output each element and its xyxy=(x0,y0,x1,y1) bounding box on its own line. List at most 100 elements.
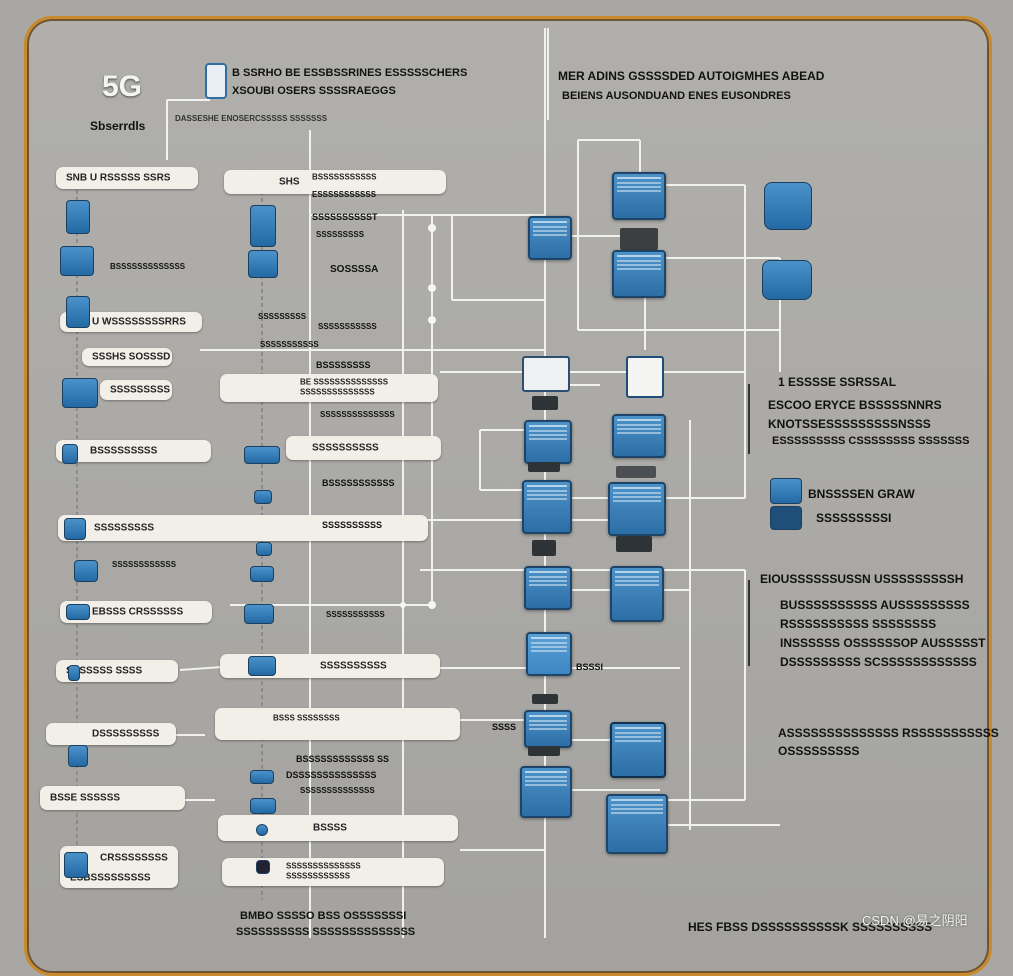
device-icon xyxy=(250,205,276,247)
right-group3-line3: INSSSSSS OSSSSSSOP AUSSSSST xyxy=(780,636,986,650)
title-left-line2: XSOUBI OSERS SSSSRAEGGS xyxy=(232,85,396,97)
pill-mid-3-label: SSSSSSSSSS xyxy=(312,442,379,454)
pill-mid-1: SHS BSSSSSSSSSSS xyxy=(224,170,446,194)
dark-module xyxy=(532,694,558,704)
mid-note-21: DSSSSSSSSSSSSSS xyxy=(286,770,377,780)
device-icon xyxy=(248,656,276,676)
pill-left-9: SSSSSSS SSSS xyxy=(56,660,178,682)
device-icon xyxy=(64,852,88,878)
pill-left-1-label: SNB U RSSSSS SSRS xyxy=(66,172,171,184)
pill-mid-4-label: SSSSSSSSSS xyxy=(320,660,387,672)
pill-left-5: BSSSSSSSSS xyxy=(56,440,211,462)
dark-module xyxy=(528,462,560,472)
pill-left-2-label: U WSSSSSSSSRRS xyxy=(92,316,186,328)
bottom-right-text: HES FBSS DSSSSSSSSSSK SSSSSSSSSS xyxy=(688,920,933,934)
pill-left-11: BSSE SSSSSS xyxy=(40,786,185,810)
pill-mid-1-label-b: BSSSSSSSSSSS xyxy=(312,172,377,182)
device-icon xyxy=(60,246,94,276)
dark-module xyxy=(532,540,556,556)
server-device xyxy=(610,722,666,778)
router-device xyxy=(522,356,570,392)
network-device xyxy=(524,566,572,610)
mid-note-5: SOSSSSA xyxy=(330,264,379,275)
device-icon xyxy=(66,200,90,234)
logo-subtitle: Sbserrdls xyxy=(90,119,146,133)
network-device xyxy=(528,216,572,260)
device-icon xyxy=(244,604,274,624)
server-device xyxy=(612,250,666,298)
right-group3-heading: EIOUSSSSSSUSSN USSSSSSSSSH xyxy=(760,572,964,586)
device-icon xyxy=(74,560,98,582)
pill-mid-3: SSSSSSSSSS xyxy=(286,436,441,460)
mid-note-22: SSSSSSSSSSSSSS xyxy=(300,786,375,795)
pill-mid-7: SSSSSSSSSSSSSS SSSSSSSSSSSS xyxy=(222,858,444,886)
device-icon xyxy=(68,745,88,767)
right-group4-line2: OSSSSSSSSS xyxy=(778,744,860,758)
pill-left-3: SSSHS SOSSSD xyxy=(82,348,172,366)
device-icon xyxy=(256,542,272,556)
pill-left-9-label: SSSSSSS SSSS xyxy=(66,665,143,677)
mid-note-17: SSSSSSSSSSS xyxy=(326,610,385,619)
mid-note-16: SSSSSSSSSSSS xyxy=(112,560,177,569)
title-right-line1: MER ADINS GSSSSDED AUTOIGMHES ABEAD xyxy=(558,69,825,83)
pill-mid-2: BE SSSSSSSSSSSSSS SSSSSSSSSSSSSS xyxy=(220,374,438,402)
logo-5g: 5G xyxy=(102,70,143,103)
mid-note-7: SSSSSSSSSSS xyxy=(318,322,377,331)
bracket xyxy=(748,580,750,666)
device-icon xyxy=(770,478,802,504)
device-icon xyxy=(250,798,276,814)
device-icon xyxy=(254,490,272,504)
pill-left-4-label: SSSSSSSSS xyxy=(110,384,171,396)
right-group4-line1: ASSSSSSSSSSSSSS RSSSSSSSSSSS xyxy=(778,726,999,740)
dark-module xyxy=(616,466,656,478)
device-icon xyxy=(248,250,278,278)
device-icon xyxy=(66,604,90,620)
title-left-line1: B SSRHO BE ESSBSSRINES ESSSSSCHERS xyxy=(232,67,468,79)
server-device xyxy=(612,172,666,220)
device-icon xyxy=(770,506,802,530)
mid-note-20: BSSSSSSSSSSSS SS xyxy=(296,754,390,764)
network-device xyxy=(526,632,572,676)
network-device xyxy=(520,766,572,818)
network-device xyxy=(524,420,572,464)
document-icon xyxy=(205,63,227,99)
pill-left-13-label: ESBSSSSSSSSS xyxy=(70,872,151,884)
dark-module xyxy=(532,396,558,410)
pill-mid-2-label-a: BE SSSSSSSSSSSSSS xyxy=(300,377,389,387)
device-icon xyxy=(250,770,274,784)
watermark: CSDN @易之阴阳 xyxy=(862,913,968,928)
device-icon xyxy=(68,665,80,681)
bottom-center-line1: BMBO SSSSO BSS OSSSSSSSI xyxy=(240,910,407,922)
pill-left-10-label: DSSSSSSSSS xyxy=(92,728,160,740)
mid-note-6: SSSSSSSSS xyxy=(258,312,307,321)
pill-mid-5-label: BSSS SSSSSSSS xyxy=(273,713,340,723)
right-group1-line2: KNOTSSESSSSSSSSSNSSS xyxy=(768,417,931,431)
right-group1-line1: ESCOO ERYCE BSSSSSNNRS xyxy=(768,398,942,412)
right-group3-line2: RSSSSSSSSSS SSSSSSSS xyxy=(780,617,937,631)
pill-left-11-label: BSSE SSSSSS xyxy=(50,792,121,804)
server-device xyxy=(612,414,666,458)
dark-module xyxy=(616,536,652,552)
pill-left-10: DSSSSSSSSS xyxy=(46,723,176,745)
device-icon xyxy=(256,860,270,874)
dark-module xyxy=(620,228,658,250)
pill-left-4: SSSSSSSSS xyxy=(100,380,172,400)
right-group1-line3: ESSSSSSSSS CSSSSSSSS SSSSSSS xyxy=(772,435,970,447)
cloud-service-icon xyxy=(762,260,812,300)
right-group1-heading: 1 ESSSSE SSRSSAL xyxy=(778,375,897,389)
network-device xyxy=(522,480,572,534)
right-group3-line4: DSSSSSSSSS SCSSSSSSSSSSSS xyxy=(780,655,977,669)
pill-left-6-label: SSSSSSSSS xyxy=(94,522,155,534)
server-device xyxy=(608,482,666,536)
dark-module xyxy=(528,746,560,756)
pill-left-2: U WSSSSSSSSRRS xyxy=(60,312,202,332)
mid-note-12: SSSSSSSSSSSSSS xyxy=(320,410,395,419)
center-label-a: SSSS xyxy=(492,722,517,732)
device-icon xyxy=(250,566,274,582)
mid-note-14: BSSSSSSSSSSS xyxy=(322,478,395,488)
pill-mid-7-label-b: SSSSSSSSSSSS xyxy=(286,871,351,881)
mid-note-3: SSSSSSSSSST xyxy=(312,212,378,222)
right-group3-line1: BUSSSSSSSSSS AUSSSSSSSSS xyxy=(780,598,970,612)
title-right-line2: BEIENS AUSONDUAND ENES EUSONDRES xyxy=(562,90,791,102)
device-icon xyxy=(64,518,86,540)
